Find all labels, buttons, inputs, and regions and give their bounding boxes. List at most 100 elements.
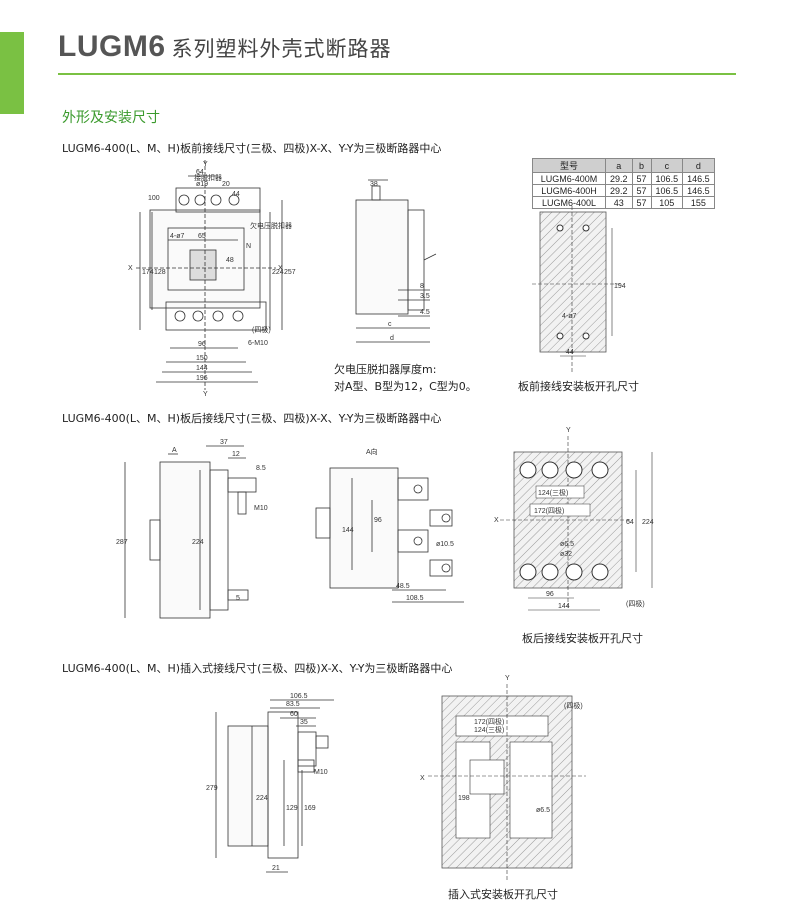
dim-label: 3.5 [420,293,430,300]
dim-label: X [420,775,425,782]
dim-label: 4-ø7 [562,313,577,320]
table-cell: LUGM6-400L [532,196,606,209]
dim-label: 128 [154,269,166,276]
dim-label: 224 [642,519,654,526]
dim-label: c [388,321,392,328]
dim-label: ø6.5 [560,541,574,548]
green-side-tab [0,32,24,114]
dim-label: 44 [232,191,240,198]
rear-panel-caption: 板后接线安装板开孔尺寸 [522,632,643,645]
dim-label: 64 [196,169,204,176]
dim-label: 196 [196,375,208,382]
dim-label: 60 [290,711,298,718]
rear-wiring-side-view [124,445,257,619]
dim-label: Y [203,391,208,398]
dim-label: 96 [374,517,382,524]
table-cell: 57 [631,184,652,197]
dim-label: 65 [198,233,206,240]
dim-label: (四极) [626,599,645,608]
series-subtitle: 系列塑料外壳式断路器 [171,37,392,61]
dim-label: M10 [314,769,328,776]
dim-label: ø19 [196,181,208,188]
dim-label: 接脱扣器 [194,173,222,182]
dim-label: 96 [198,341,206,348]
dim-label: Y [566,427,571,434]
dim-label: 96 [546,591,554,598]
dim-label: 38 [370,181,378,188]
section-title: 外形及安装尺寸 [62,110,160,126]
front-mounting-panel [532,206,620,372]
dim-label: (四极) [564,701,583,710]
dim-label: 279 [206,785,218,792]
rear-dimension-labels: A A向 37 12 8.5 M10 287 224 5 144 96 ø10.… [116,427,654,610]
dim-label: X [128,265,133,272]
dim-label: 129 [286,805,298,812]
dim-label: Y [505,675,510,682]
dim-label: 欠电压脱扣器 [250,221,292,230]
note-line-1: 欠电压脱扣器厚度m: [334,363,437,376]
front-dimension-labels: Y Y X X 64 ø19 20 44 4-ø7 65 48 N 100 17… [128,161,626,398]
dim-label: A [172,447,177,454]
dim-label: 124(三极) [538,488,568,497]
rear-mounting-panel [500,436,653,611]
dim-label: Y [203,161,208,168]
plugin-caption: LUGM6-400(L、M、H)插入式接线尺寸(三极、四极)X-X、Y-Y为三极… [62,662,453,675]
dim-label: 198 [458,795,470,802]
dim-label: 48 [226,257,234,264]
table-header-cell: 型号 [532,158,606,173]
dim-label: 144 [196,365,208,372]
dim-label: 44 [566,349,574,356]
model-name: LUGM6 [58,30,166,63]
note-line-2: 对A型、B型为12，C型为0。 [334,380,477,393]
dim-label: 5 [236,595,240,602]
dim-label: M10 [254,505,268,512]
dim-label: 20 [222,181,230,188]
dim-label: X [494,517,499,524]
dim-label: 4.5 [420,309,430,316]
plugin-mounting-panel [428,684,586,880]
dimension-table: 型号 a b c d LUGM6-400M 29.2 57 106.5 146.… [532,158,715,209]
dim-label: ø32 [560,551,572,558]
dim-label: 150 [196,355,208,362]
dim-label: 106.5 [290,693,308,700]
dim-label: ø6.5 [536,807,550,814]
dim-label: 8.5 [256,465,266,472]
front-wiring-front-view [136,160,283,390]
dim-label: ø10.5 [436,541,454,548]
dim-label: 6-M10 [248,340,268,347]
dim-label: 194 [614,283,626,290]
dim-label: X [278,265,283,272]
dim-label: 35 [300,719,308,726]
front-panel-caption: 板前接线安装板开孔尺寸 [518,380,639,393]
table-header-cell: a [605,158,633,173]
rear-wiring-view-a [315,467,464,603]
dim-label: 12 [232,451,240,458]
plugin-panel-caption: 插入式安装板开孔尺寸 [448,888,558,901]
dim-label: 64 [626,519,634,526]
front-caption: LUGM6-400(L、M、H)板前接线尺寸(三极、四极)X-X、Y-Y为三极断… [62,142,442,155]
dim-label: 83.5 [286,701,300,708]
dim-label: 144 [342,527,354,534]
dim-label: 144 [558,603,570,610]
plugin-dimension-labels: 106.5 83.5 60 35 M10 279 224 129 169 21 … [206,675,583,872]
dim-label: 224 [272,269,284,276]
dim-label: 224 [192,539,204,546]
title-rule [58,73,736,75]
plugin-side-view [215,699,334,873]
dim-label: 169 [304,805,316,812]
table-cell: 155 [682,196,715,209]
dim-label: 4-ø7 [170,233,185,240]
dim-label: 37 [220,439,228,446]
dim-label: 287 [116,539,128,546]
dim-label: 172(四极) [534,506,564,515]
dim-label: 124(三极) [474,725,504,734]
dim-label: 100 [148,195,160,202]
dim-label: A向 [366,447,378,456]
table-cell: 57 [631,196,652,209]
undervoltage-note: 欠电压脱扣器厚度m: 对A型、B型为12，C型为0。 [334,361,477,395]
dim-label: 224 [256,795,268,802]
dim-label: 108.5 [406,595,424,602]
dim-label: 21 [272,865,280,872]
